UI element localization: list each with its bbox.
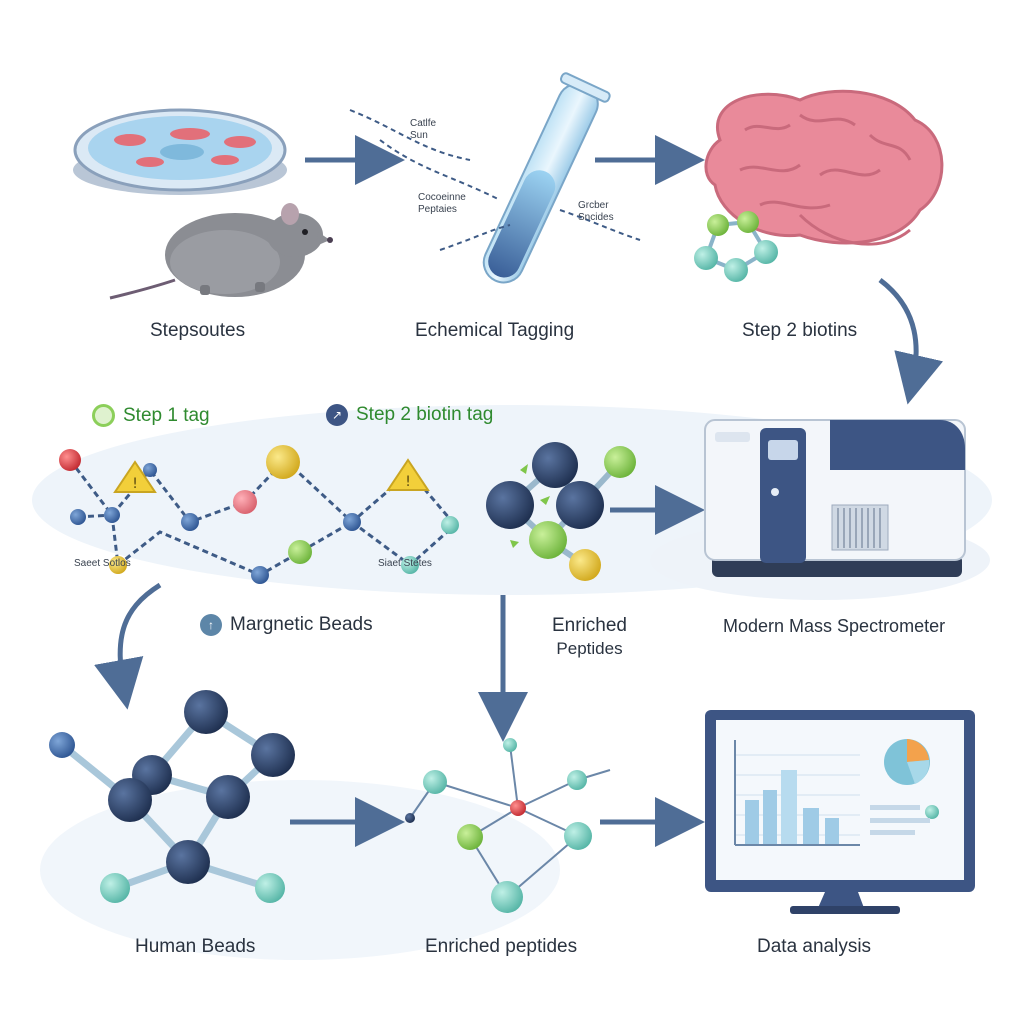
rat-icon — [109, 203, 333, 300]
svg-text:!: ! — [132, 476, 138, 492]
step2-tag-icon: ↗ — [326, 404, 348, 426]
magnetic-beads-label: ↑ Margnetic Beads — [200, 614, 373, 636]
monitor-icon — [705, 710, 975, 914]
label-human-beads: Human Beads — [135, 936, 256, 957]
label-data-analysis: Data analysis — [757, 936, 872, 957]
label-chemical-tagging: Echemical Tagging — [415, 320, 575, 341]
chain-note-right: Siaet Stetes — [378, 558, 432, 569]
svg-text:!: ! — [405, 474, 411, 490]
cyclic-molecule — [694, 211, 778, 282]
step1-tag: Step 1 tag — [92, 404, 210, 427]
human-beads-cluster — [49, 690, 295, 903]
chain-note-left: Saeet Sotlos — [74, 558, 131, 569]
magnetic-beads-text: Margnetic Beads — [230, 614, 373, 635]
enriched-peptide-network — [405, 738, 611, 913]
petri-dish-icon — [73, 108, 287, 195]
label-enriched-peptides-bottom: Enriched peptides — [425, 936, 578, 957]
label-step2-biotin: Step 2 biotins — [742, 320, 858, 341]
test-tube-icon — [349, 72, 641, 284]
flow-arrow — [878, 278, 944, 405]
magnet-icon: ↑ — [200, 614, 222, 636]
label-step-sources: Stepsoutes — [150, 320, 246, 341]
flow-arrow — [94, 582, 162, 710]
step2-tag-label: Step 2 biotin tag — [356, 404, 494, 425]
mass-spectrometer-icon — [704, 419, 966, 577]
brain-icon — [704, 89, 944, 246]
enriched-peptide-cluster — [486, 442, 636, 581]
label-enriched-peptides-mid: Enriched Peptides — [552, 615, 627, 658]
warning-icon: ! — [386, 458, 430, 491]
step1-tag-label: Step 1 tag — [123, 404, 210, 426]
label-mass-spectrometer: Modern Mass Spectrometer — [723, 616, 946, 636]
warning-icon: ! — [113, 460, 157, 493]
step2-tag: ↗ Step 2 biotin tag — [326, 404, 493, 426]
step1-tag-icon — [92, 404, 115, 427]
